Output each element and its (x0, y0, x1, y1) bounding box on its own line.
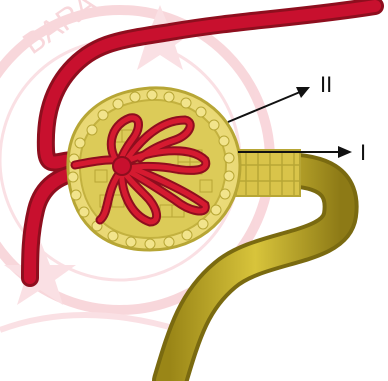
pointer-arrow-ii (228, 87, 310, 122)
label-i: I (360, 142, 366, 164)
label-ii: II (320, 74, 332, 96)
